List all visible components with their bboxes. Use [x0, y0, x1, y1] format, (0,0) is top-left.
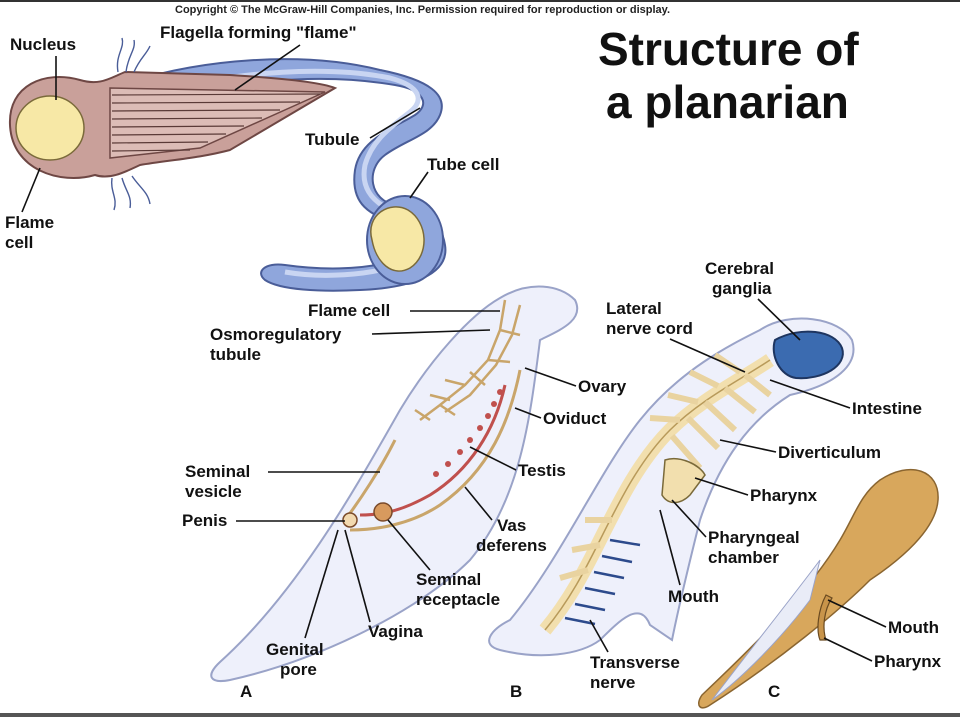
title-line-1: Structure of: [598, 23, 859, 75]
lateral-label-line-2: nerve cord: [606, 319, 693, 338]
osmo-label-line-1: Osmoregulatory: [210, 325, 342, 344]
mouth-b-label: Mouth: [668, 587, 719, 606]
tubule-leader: [369, 107, 421, 139]
ovary-label: Ovary: [578, 377, 627, 396]
copyright-text: Copyright © The McGraw-Hill Companies, I…: [175, 4, 670, 16]
mouth-b-leader: [659, 509, 681, 586]
flagella-leader: [234, 44, 301, 91]
osmo-leader: [371, 329, 491, 335]
vas-label-line-1: Vas: [497, 516, 526, 535]
transverse-nerves: [564, 538, 641, 626]
genital-pore-leader: [304, 529, 339, 639]
genital-pore-label-line-1: Genital: [266, 640, 324, 659]
vas-leader: [464, 486, 493, 521]
flagella-lines: [111, 93, 321, 152]
flagella-flame: [109, 87, 326, 159]
seminal-receptacle-leader: [387, 519, 431, 571]
testis-leader: [469, 446, 517, 471]
transverse-leader: [589, 619, 609, 653]
panel-c-pharynx: [817, 594, 833, 641]
diverticulum-label: Diverticulum: [778, 443, 881, 462]
cerebral-label-line-1: Cerebral: [705, 259, 774, 278]
pharynx-b-label: Pharynx: [750, 486, 818, 505]
osmoregulatory-network: [414, 299, 522, 422]
seminal-receptacle-label-line-1: Seminal: [416, 570, 481, 589]
vas-label-line-2: deferens: [476, 536, 547, 555]
seminal-vesicle-label-line-1: Seminal: [185, 462, 250, 481]
title-line-2: a planarian: [606, 76, 849, 128]
intestine-leader: [769, 379, 851, 409]
flame-cell-label-line-1: Flame: [5, 213, 54, 232]
cerebral-leader: [757, 298, 801, 341]
pharynx-c-label: Pharynx: [874, 652, 942, 671]
flame-cell-nucleus: [15, 95, 85, 161]
tube-cell-leader: [409, 171, 429, 199]
pharyngeal-label-line-1: Pharyngeal: [708, 528, 800, 547]
flame-cell-detail: [8, 37, 447, 292]
testis-dots: [433, 389, 503, 477]
lateral-label-line-1: Lateral: [606, 299, 662, 318]
panel-c-planarian: [698, 469, 939, 709]
flame-cell-a-label: Flame cell: [308, 301, 390, 320]
cilia-tufts: [110, 37, 151, 211]
panel-c-underside: [711, 559, 821, 701]
transverse-label-line-1: Transverse: [590, 653, 680, 672]
vagina-label: Vagina: [368, 622, 423, 641]
penis-label: Penis: [182, 511, 227, 530]
osmo-label-line-2: tubule: [210, 345, 261, 364]
panel-a-letter: A: [240, 682, 252, 701]
panel-a-planarian: [210, 285, 579, 682]
pharynx-shape: [661, 458, 706, 504]
lateral-leader: [669, 338, 746, 373]
tube-cell-label: Tube cell: [427, 155, 499, 174]
flagella-label: Flagella forming "flame": [160, 23, 357, 42]
cerebral-label-line-2: ganglia: [712, 279, 772, 298]
mouth-c-leader: [827, 599, 887, 628]
testis-label: Testis: [518, 461, 566, 480]
mouth-c-label: Mouth: [888, 618, 939, 637]
nucleus-label: Nucleus: [10, 35, 76, 54]
diverticula-branches: [559, 352, 772, 581]
transverse-label-line-2: nerve: [590, 673, 635, 692]
oviduct-label: Oviduct: [543, 409, 607, 428]
pharynx-c-leader: [823, 637, 873, 662]
pharyngeal-leader: [671, 499, 707, 538]
tubule-label: Tubule: [305, 130, 359, 149]
genital-pore-label-line-2: pore: [280, 660, 317, 679]
pharynx-b-leader: [694, 477, 749, 496]
oviduct-leader: [514, 407, 542, 419]
panel-c-letter: C: [768, 682, 780, 701]
pharyngeal-label-line-2: chamber: [708, 548, 779, 567]
intestine-label: Intestine: [852, 399, 922, 418]
panel-b-planarian: [488, 317, 855, 657]
ovary-leader: [524, 367, 577, 387]
seminal-vesicle-label-line-2: vesicle: [185, 482, 242, 501]
diverticulum-leader: [719, 439, 777, 453]
intestine-outline: [544, 359, 771, 631]
panel-b-letter: B: [510, 682, 522, 701]
seminal-receptacle-label-line-2: receptacle: [416, 590, 500, 609]
vagina-leader: [344, 529, 371, 623]
reproductive-system: [342, 369, 522, 532]
tube-cell-nucleus: [370, 206, 425, 272]
cerebral-ganglia-shape: [772, 330, 844, 380]
flame-cell-label-line-2: cell: [5, 233, 33, 252]
panel-a-body: [210, 285, 579, 682]
flame-cell-leader: [21, 167, 41, 213]
